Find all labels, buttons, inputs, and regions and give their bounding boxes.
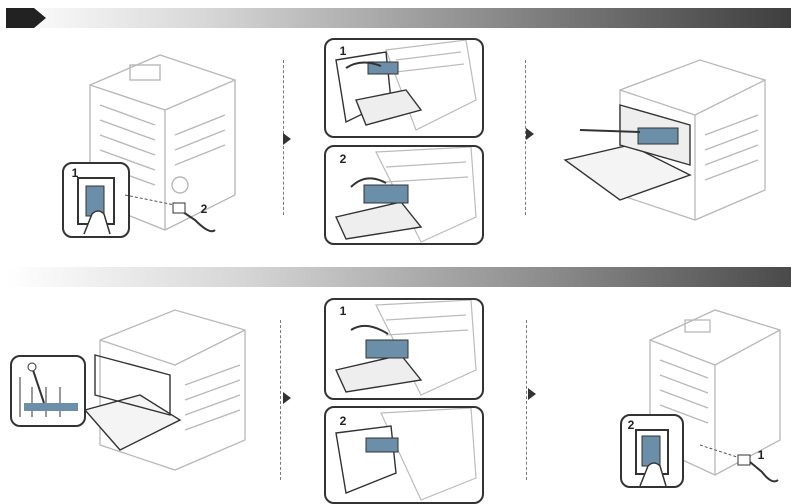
callout-number: 2 [200, 202, 208, 216]
step-separator [526, 320, 527, 480]
printer-front-open-illustration [83, 309, 246, 471]
callout-number: 2 [627, 418, 635, 432]
power-cord-icon [124, 194, 216, 233]
power-switch-inset [62, 162, 130, 238]
cleaning-inset [10, 355, 86, 427]
power-cord-icon [699, 444, 779, 483]
panel-step-number: 1 [339, 44, 347, 58]
panel-step-number: 2 [339, 152, 347, 166]
section-tab-marker [6, 8, 46, 28]
step-panel-open-cover [324, 38, 484, 138]
step-arrow-icon [528, 388, 536, 400]
power-switch-inset [620, 414, 684, 488]
step-arrow-icon [526, 128, 534, 140]
step-panel-insert-cartridge [324, 298, 484, 400]
step-separator [525, 60, 526, 215]
panel-step-number: 2 [339, 414, 347, 428]
step-panel-close-cover [324, 406, 484, 504]
panel-step-number: 1 [339, 304, 347, 318]
section-header-bar-top [6, 8, 791, 28]
section-header-bar-bottom [6, 267, 791, 287]
printer-front-open-illustration [563, 59, 766, 221]
callout-number: 1 [757, 448, 765, 462]
step-arrow-icon [283, 392, 291, 404]
callout-number: 1 [71, 166, 79, 180]
step-separator [280, 320, 281, 480]
step-arrow-icon [283, 133, 291, 145]
step-panel-remove-cartridge [324, 145, 484, 245]
